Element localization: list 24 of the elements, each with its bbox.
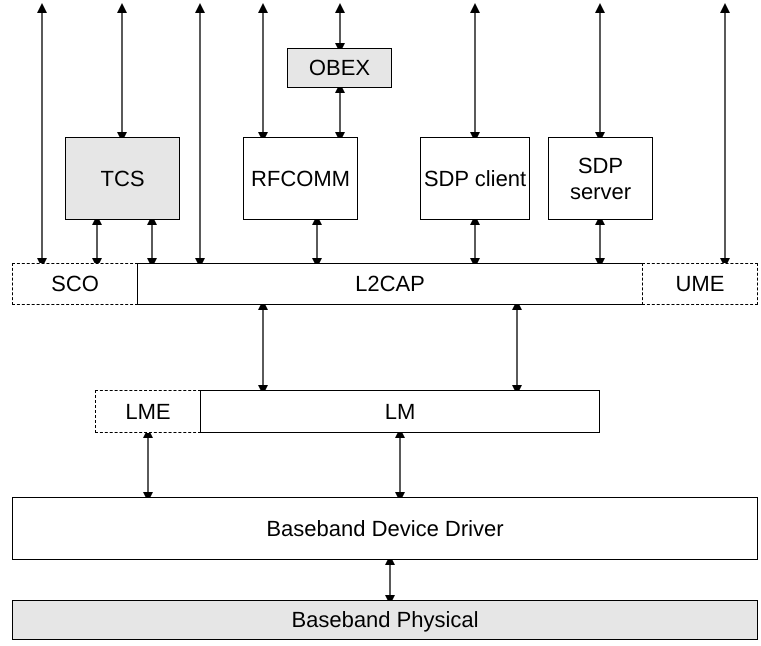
layer-label: RFCOMM	[251, 166, 350, 192]
layer-label: UME	[676, 271, 724, 297]
layer-label: SCO	[51, 271, 99, 297]
layer-label: OBEX	[308, 55, 370, 81]
layer-label: TCS	[100, 166, 144, 192]
layer-label: SDP server	[568, 152, 632, 204]
layer-box	[95, 390, 201, 433]
layer-box	[12, 263, 138, 305]
layer-box	[65, 137, 180, 220]
layer-label: SDP client	[424, 166, 526, 192]
layer-box	[420, 137, 530, 220]
layer-box	[12, 600, 758, 640]
layer-label: L2CAP	[355, 271, 425, 297]
layer-label: LM	[384, 398, 416, 424]
layer-label: Baseband Physical	[291, 607, 479, 633]
layer-box	[12, 497, 758, 560]
layer-box	[137, 263, 643, 305]
layer-box	[548, 137, 653, 220]
layer-box	[243, 137, 358, 220]
layer-box	[642, 263, 758, 305]
layer-box	[200, 390, 600, 433]
layer-label: LME	[125, 398, 171, 424]
layer-label: Baseband Device Driver	[266, 516, 504, 542]
layer-box	[287, 48, 392, 88]
